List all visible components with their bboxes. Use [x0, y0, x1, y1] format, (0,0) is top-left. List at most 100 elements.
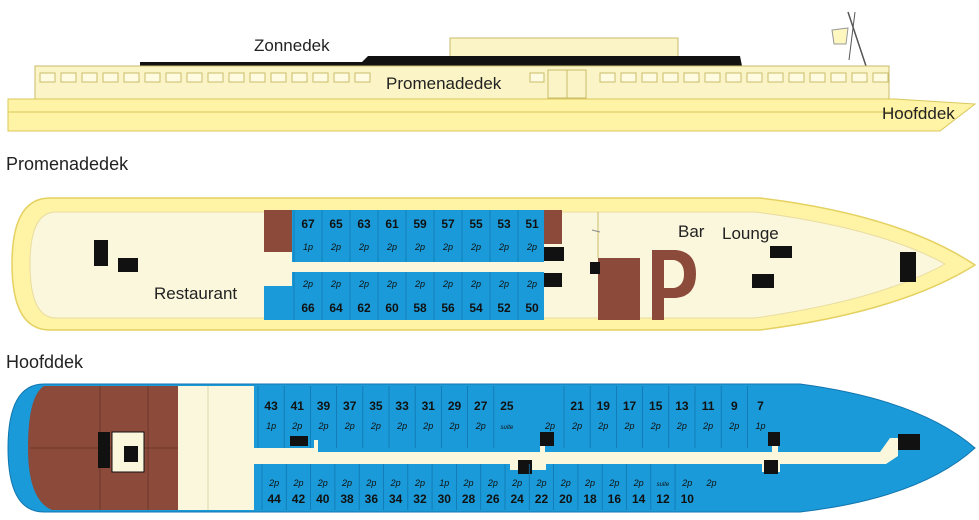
cabin-number: 22 [535, 492, 549, 506]
side-window [872, 72, 889, 83]
lounge-label: Lounge [722, 224, 779, 243]
side-window [102, 72, 119, 83]
cabin-occupancy: 2p [470, 242, 481, 252]
cabin-number: 35 [369, 399, 383, 413]
cabin-occupancy: 2p [463, 478, 474, 488]
cabin-occupancy: 2p [526, 279, 537, 289]
cabin-occupancy: 2p [681, 478, 692, 488]
cabin-number: 40 [316, 492, 330, 506]
cabin-number: 60 [385, 301, 399, 315]
side-window [683, 72, 700, 83]
ship-side-view [7, 11, 977, 132]
cabin-number: 7 [757, 399, 764, 413]
cabin-occupancy: 2p [650, 421, 661, 431]
promenadedek-title: Promenadedek [6, 154, 129, 174]
cabin-occupancy: 2p [475, 421, 486, 431]
cabin-occupancy: 2p [511, 478, 522, 488]
hoofddek-title: Hoofddek [6, 352, 84, 372]
cabin-occupancy: 1p [439, 478, 449, 488]
cabin-number: 12 [656, 492, 670, 506]
side-window [830, 72, 847, 83]
cabin-number: 42 [292, 492, 306, 506]
cabin-number: 37 [343, 399, 357, 413]
cabin-number: 19 [597, 399, 611, 413]
cabin-occupancy: 2p [676, 421, 687, 431]
side-window [228, 72, 245, 83]
cabin-occupancy: 2p [390, 478, 401, 488]
cabin-occupancy: 2p [544, 421, 555, 431]
cabin-number: 11 [702, 399, 715, 413]
cabin-number: 51 [525, 217, 539, 231]
cabin-number: 63 [357, 217, 371, 231]
promenadedek-side-label: Promenadedek [386, 74, 502, 93]
cabin-occupancy: 2p [584, 478, 595, 488]
side-window [291, 72, 308, 83]
side-window [704, 72, 721, 83]
cabin-occupancy: 2p [728, 421, 739, 431]
side-window [333, 72, 350, 83]
side-window [39, 72, 56, 83]
zonnedek-label: Zonnedek [254, 36, 330, 55]
cabin-occupancy: 2p [414, 478, 425, 488]
side-window [144, 72, 161, 83]
cabin-number: 28 [462, 492, 476, 506]
cabin-occupancy: 2p [597, 421, 608, 431]
cabin-number: 57 [441, 217, 455, 231]
side-window [207, 72, 224, 83]
side-window [123, 72, 140, 83]
cabin-number: 32 [413, 492, 427, 506]
cabin-number: 54 [469, 301, 483, 315]
cabin-occupancy: 2p [470, 279, 481, 289]
cabin-occupancy: 1p [755, 421, 765, 431]
cabin-number: 36 [365, 492, 379, 506]
cabin-occupancy: 2p [292, 478, 303, 488]
cabin-occupancy: 2p [330, 242, 341, 252]
cabin-number: 67 [301, 217, 315, 231]
cabin-occupancy: 2p [291, 421, 302, 431]
cabin-number: 18 [583, 492, 597, 506]
cabin-occupancy: 2p [442, 279, 453, 289]
cabin-occupancy: 2p [396, 421, 407, 431]
cabin-number: 14 [632, 492, 646, 506]
cabin-number: 13 [675, 399, 689, 413]
side-window [788, 72, 805, 83]
hoofddek-plan: 431p412p392p372p352p332p312p292p272p25su… [7, 383, 976, 513]
cabin-number: 44 [267, 492, 281, 506]
cabin-occupancy: 2p [302, 279, 313, 289]
cabin-number: 62 [357, 301, 371, 315]
hoofddek-side-label: Hoofddek [882, 104, 955, 123]
cabin-number: 33 [395, 399, 409, 413]
cabin-occupancy: 2p [487, 478, 498, 488]
cabin-occupancy: 2p [414, 242, 425, 252]
cabin-occupancy: 1p [303, 242, 313, 252]
cabin-occupancy: 2p [560, 478, 571, 488]
cabin-occupancy: 2p [571, 421, 582, 431]
cabin-number: 29 [448, 399, 462, 413]
side-window [165, 72, 182, 83]
side-window [599, 72, 616, 83]
cabin-number: 38 [340, 492, 354, 506]
side-window [312, 72, 329, 83]
cabin-number: 50 [525, 301, 539, 315]
cabin-occupancy: suite [657, 482, 670, 488]
cabin-occupancy: 2p [623, 421, 634, 431]
side-window [620, 72, 637, 83]
cabin-occupancy: 2p [358, 242, 369, 252]
side-windows [39, 72, 889, 83]
cabin-occupancy: 2p [422, 421, 433, 431]
cabin-number: 34 [389, 492, 403, 506]
restaurant-label: Restaurant [154, 284, 238, 303]
promenadedek-cabins: 671p652p632p612p592p572p552p532p512p2p66… [293, 210, 539, 320]
side-window [767, 72, 784, 83]
cabin-number: 52 [497, 301, 511, 315]
cabin-number: 27 [474, 399, 488, 413]
side-window [662, 72, 679, 83]
cabin-number: 25 [500, 399, 514, 413]
cabin-occupancy: 2p [317, 478, 328, 488]
cabin-occupancy: 2p [344, 421, 355, 431]
cabin-number: 65 [329, 217, 343, 231]
cabin-occupancy: 2p [386, 279, 397, 289]
cabin-occupancy: 2p [365, 478, 376, 488]
side-window [851, 72, 868, 83]
